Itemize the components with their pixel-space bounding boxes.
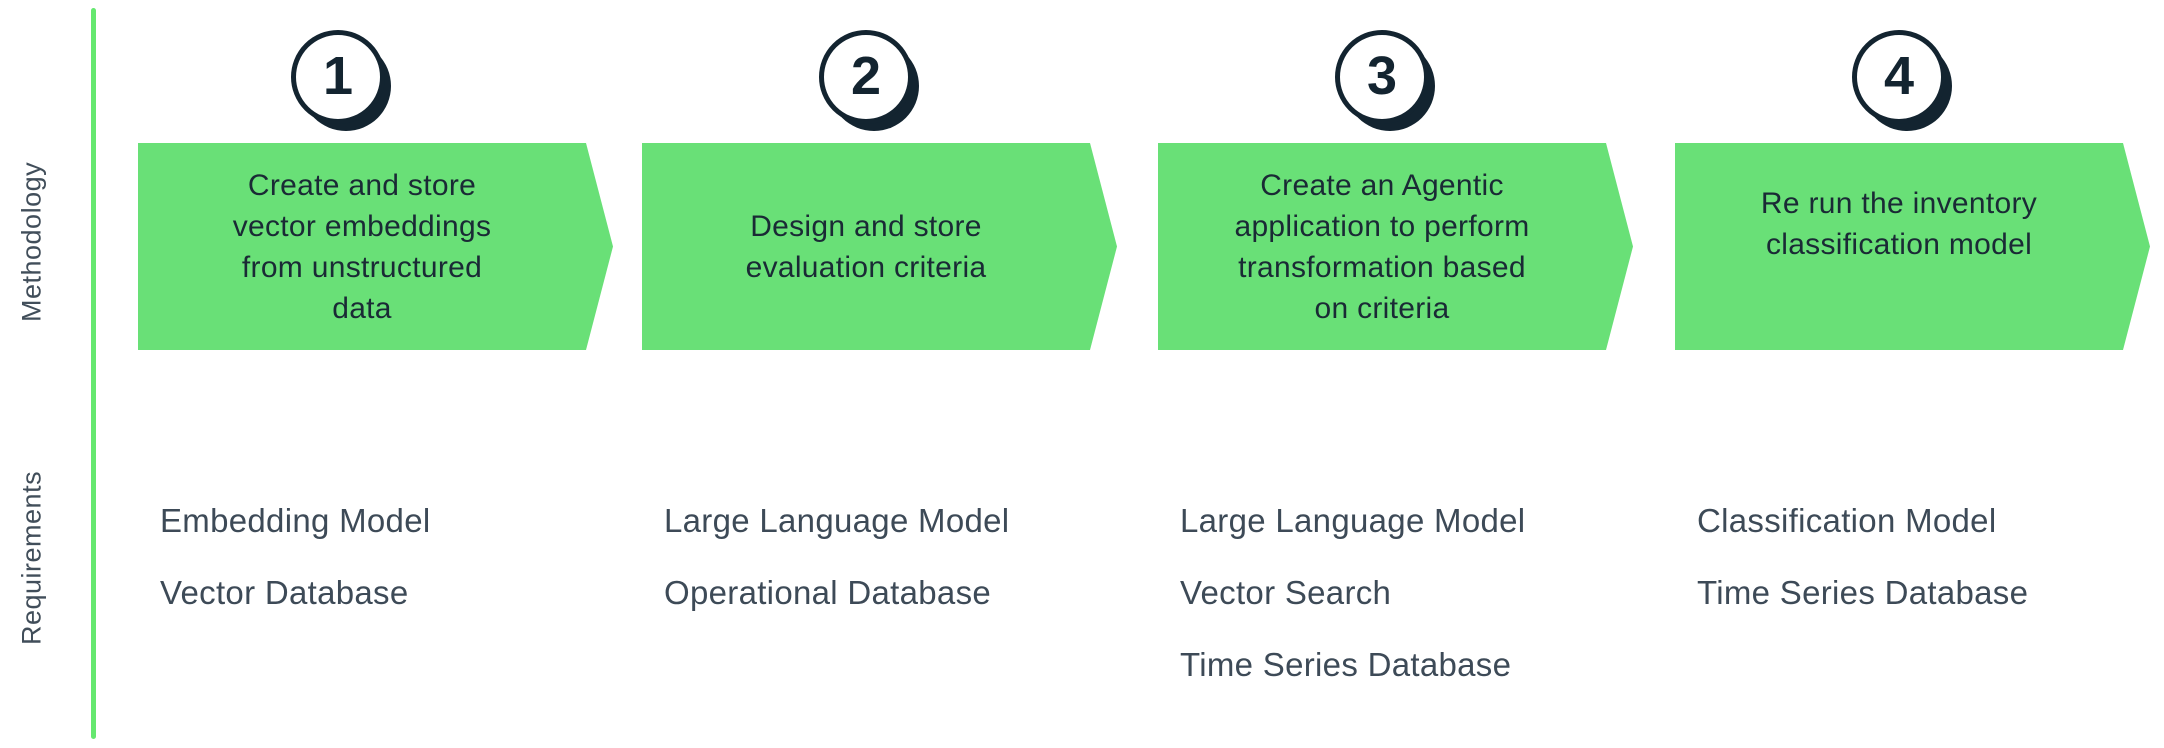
requirement-item: Vector Search [1180,574,1392,611]
step-number-badge: 1 [291,30,385,124]
requirement-item: Embedding Model [160,502,431,539]
step-number: 4 [1883,46,1915,106]
requirement-item: Time Series Database [1180,646,1512,683]
step-number-badge: 3 [1335,30,1429,124]
requirement-item: Operational Database [664,574,992,611]
step-arrow-shape: Re run the inventory classification mode… [1675,143,2150,350]
step-number-badge: 4 [1852,30,1946,124]
step-arrow-shape: Create an Agentic application to perform… [1158,143,1633,350]
step-title: Create and store vector embeddings from … [232,168,492,325]
step-number: 3 [1366,46,1398,106]
step-column: 2 Design and store evaluation criteria L… [642,0,1117,748]
step-number: 2 [850,46,882,106]
requirement-item: Vector Database [160,574,409,611]
step-number: 1 [322,46,354,106]
methodology-axis-label: Methodology [16,161,47,323]
step-column: 1 Create and store vector embeddings fro… [138,0,613,748]
left-accent-line [91,8,96,739]
step-title: Design and store evaluation criteria [745,209,987,284]
step-number-badge: 2 [819,30,913,124]
step-arrow-shape: Design and store evaluation criteria [642,143,1117,350]
requirement-item: Time Series Database [1697,574,2029,611]
requirement-item: Large Language Model [1180,502,1526,539]
requirements-axis-label: Requirements [16,470,47,646]
step-title: Create an Agentic application to perform… [1234,168,1530,325]
step-title: Re run the inventory classification mode… [1760,186,2038,261]
step-column: 4 Re run the inventory classification mo… [1675,0,2150,748]
requirement-item: Large Language Model [664,502,1010,539]
step-column: 3 Create an Agentic application to perfo… [1158,0,1633,748]
step-arrow-shape: Create and store vector embeddings from … [138,143,613,350]
requirement-item: Classification Model [1697,502,1997,539]
